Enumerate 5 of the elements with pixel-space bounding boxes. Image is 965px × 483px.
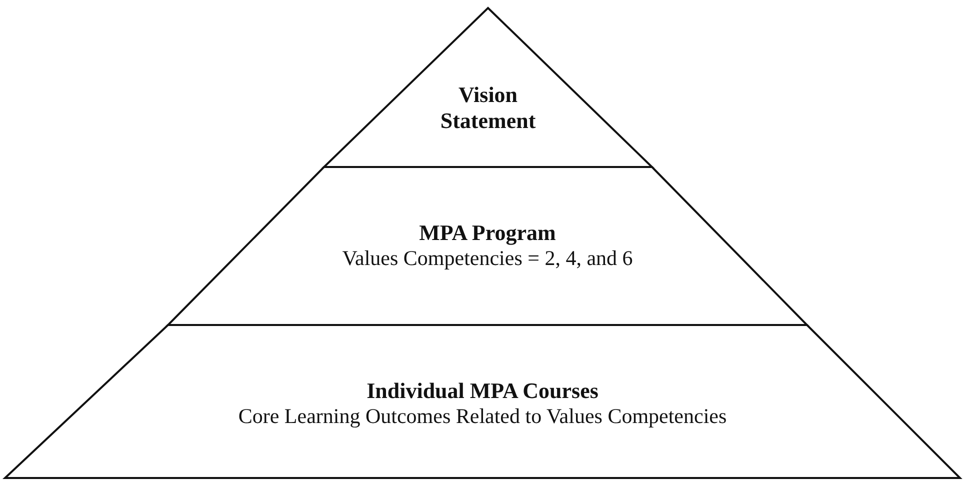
tier-description: Values Competencies = 2, 4, and 6: [341, 246, 634, 271]
tier-heading: Vision Statement: [439, 82, 537, 134]
tier-heading: Individual MPA Courses: [366, 378, 600, 404]
tier-heading: MPA Program: [418, 220, 557, 246]
tier-description: Core Learning Outcomes Related to Values Competencies: [237, 404, 728, 429]
